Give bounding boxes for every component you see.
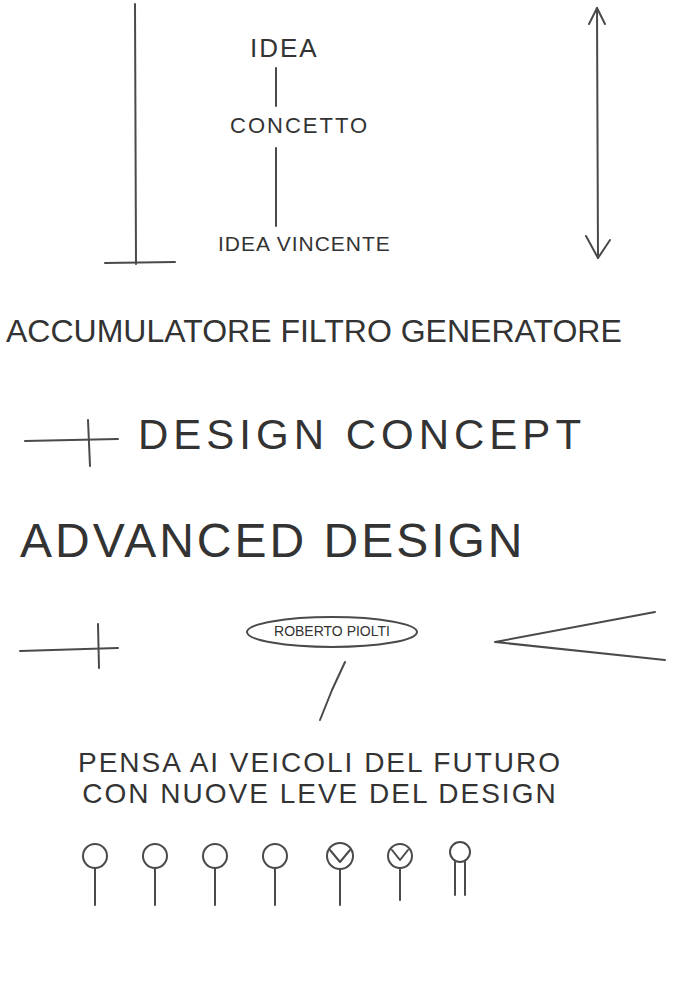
sketch-label: IDEA VINCENTE	[218, 232, 391, 255]
pin-head	[450, 842, 470, 862]
bubble-text: ROBERTO PIOLTI	[274, 624, 390, 639]
pin-head	[83, 844, 107, 868]
plus-mark	[98, 624, 99, 668]
pin-stem	[274, 868, 276, 905]
pin-head	[263, 844, 287, 868]
pin-stem	[399, 868, 401, 900]
connector-stroke	[275, 68, 277, 106]
pointer-arrow	[495, 612, 665, 660]
sketch-label: ADVANCED DESIGN	[20, 515, 526, 568]
pin-mark	[392, 850, 408, 860]
plus-mark	[25, 439, 118, 441]
pin-stem	[339, 869, 341, 905]
arrow-head	[586, 236, 610, 258]
pin-head	[327, 843, 353, 869]
pin-stem	[94, 868, 96, 905]
name-bubble: ROBERTO PIOLTI	[246, 616, 418, 648]
plus-mark	[88, 420, 90, 466]
bubble-tail	[320, 662, 345, 720]
plus-mark	[20, 648, 118, 651]
base-tick	[105, 262, 175, 263]
sketch-label: CONCETTO	[230, 114, 369, 138]
connector-stroke	[275, 148, 277, 226]
flow-arrow	[597, 8, 598, 258]
pin-head	[388, 844, 412, 868]
pin-stem	[454, 862, 456, 895]
pin-figures	[83, 842, 470, 905]
pin-stem	[464, 862, 466, 895]
sketch-label: IDEA	[250, 34, 319, 63]
bubble-ellipse	[247, 617, 417, 647]
pin-stem	[214, 868, 216, 905]
pin-head	[203, 844, 227, 868]
flow-line	[135, 4, 136, 264]
pin-mark	[330, 850, 350, 862]
sketch-label: DESIGN CONCEPT	[138, 412, 586, 458]
sketch-label: PENSA AI VEICOLI DEL FUTURO CON NUOVE LE…	[40, 748, 600, 810]
pin-head	[143, 844, 167, 868]
arrow-head	[589, 8, 605, 24]
sketch-label: ACCUMULATORE FILTRO GENERATORE	[6, 314, 622, 349]
pin-stem	[154, 868, 156, 905]
